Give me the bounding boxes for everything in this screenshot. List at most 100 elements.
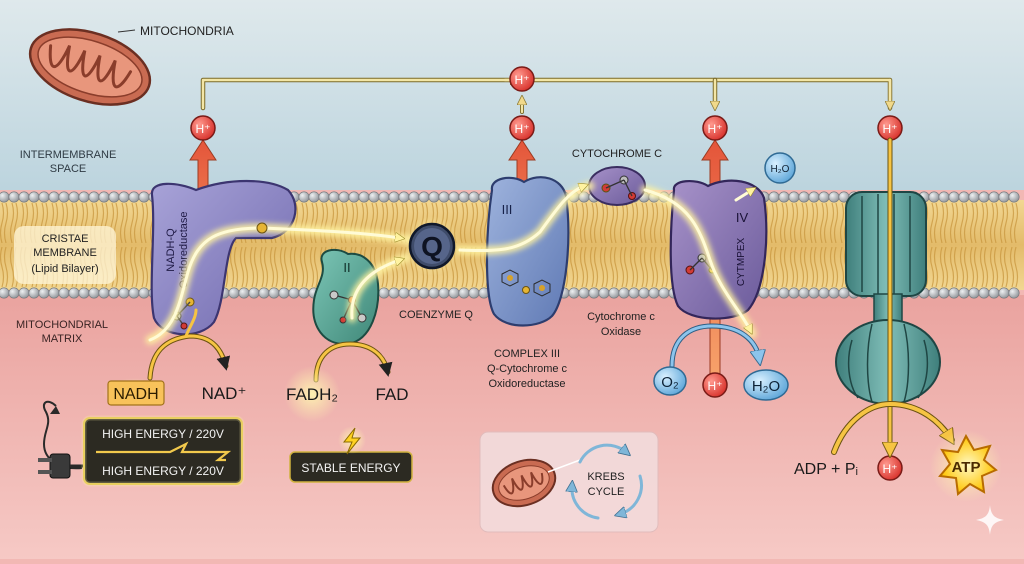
- lipid-tail: [623, 202, 629, 244]
- svg-text:H⁺: H⁺: [515, 73, 530, 87]
- lipid-head: [458, 287, 470, 299]
- lipid-tail: [1009, 202, 1015, 244]
- lightning-bolt-icon: [96, 441, 232, 462]
- lipid-tail: [969, 246, 975, 288]
- intermembrane-label-line2: SPACE: [50, 163, 86, 175]
- proton-complex1: H⁺: [190, 115, 216, 141]
- lipid-tail: [663, 202, 669, 244]
- svg-text:NADH: NADH: [113, 386, 158, 403]
- lipid-head: [828, 287, 840, 299]
- proton-bubbles: H⁺ H⁺ H⁺ H⁺ H⁺ H⁺ H⁺: [190, 66, 903, 481]
- lipid-tail: [983, 246, 989, 288]
- lipid-tail: [319, 202, 325, 244]
- adp-pi-label: ADP + Pᵢ: [794, 461, 858, 478]
- lipid-tail: [623, 246, 629, 288]
- lipid-tail: [279, 246, 285, 288]
- lipid-tail: [253, 246, 259, 288]
- lipid-tail: [249, 246, 255, 288]
- cristae-label-line1: CRISTAE: [42, 233, 89, 245]
- lipid-head: [8, 287, 20, 299]
- svg-text:H⁺: H⁺: [883, 462, 898, 476]
- lipid-tail: [133, 202, 139, 244]
- lipid-tail: [333, 202, 339, 244]
- lipid-tail: [569, 246, 575, 288]
- lipid-head: [648, 287, 660, 299]
- lipid-tail: [653, 246, 659, 288]
- lipid-head: [638, 287, 650, 299]
- krebs-mitochondrion-icon: [491, 458, 557, 508]
- lipid-tail: [303, 202, 309, 244]
- lipid-tail: [143, 202, 149, 244]
- lipid-tail: [289, 246, 295, 288]
- krebs-label-line1: KREBS: [587, 471, 624, 483]
- lipid-head: [438, 191, 450, 203]
- lipid-head: [118, 287, 130, 299]
- lipid-tail: [613, 202, 619, 244]
- krebs-label-line2: CYCLE: [588, 486, 625, 498]
- lipid-tail: [803, 202, 809, 244]
- lipid-tail: [659, 202, 665, 244]
- lipid-tail: [0, 202, 5, 244]
- lipid-tail: [779, 246, 785, 288]
- lipid-head: [428, 191, 440, 203]
- lipid-head: [88, 287, 100, 299]
- nadh-box: NADH: [103, 378, 167, 408]
- lipid-tail: [263, 246, 269, 288]
- lipid-tail: [143, 246, 149, 288]
- lipid-tail: [579, 202, 585, 244]
- lipid-tail: [603, 202, 609, 244]
- complex3-caption-line3: Oxidoreductase: [488, 378, 565, 390]
- lipid-tail: [973, 202, 979, 244]
- svg-text:H⁺: H⁺: [515, 122, 530, 136]
- lipid-tail: [1013, 202, 1019, 244]
- high-energy-box: HIGH ENERGY / 220V HIGH ENERGY / 220V: [81, 415, 245, 487]
- lipid-tail: [463, 202, 469, 244]
- water-bubble: H₂O: [743, 369, 789, 401]
- lipid-head: [998, 287, 1010, 299]
- lipid-head: [398, 287, 410, 299]
- lipid-tail: [473, 202, 479, 244]
- complex4-numeral: IV: [736, 210, 749, 225]
- lipid-tail: [799, 246, 805, 288]
- lipid-tail: [3, 246, 9, 288]
- lipid-head: [448, 191, 460, 203]
- lipid-head: [458, 191, 470, 203]
- lipid-tail: [283, 246, 289, 288]
- lipid-tail: [933, 246, 939, 288]
- mitochondria-leader-line: [117, 29, 136, 33]
- synthase-flow: [831, 137, 955, 452]
- lipid-tail: [273, 246, 279, 288]
- mitochondrion-icon: [28, 28, 152, 106]
- lipid-head: [18, 287, 30, 299]
- lipid-tail: [949, 246, 955, 288]
- lipid-head: [398, 191, 410, 203]
- lipid-tail: [943, 202, 949, 244]
- lipid-head: [298, 191, 310, 203]
- lipid-tail: [629, 202, 635, 244]
- lipid-tail: [979, 202, 985, 244]
- sparkle-icon: [976, 505, 1004, 535]
- lipid-tail: [949, 202, 955, 244]
- lipid-head: [568, 287, 580, 299]
- lipid-tail: [469, 202, 475, 244]
- lipid-tail: [589, 246, 595, 288]
- lipid-tail: [833, 202, 839, 244]
- fadh2-glow: [284, 366, 340, 422]
- complex4-caption-line1: Cytochrome c: [587, 311, 655, 323]
- lipid-head: [978, 287, 990, 299]
- fadh2-flow: [313, 341, 393, 383]
- lipid-head: [828, 191, 840, 203]
- proton-complex4: H⁺: [702, 115, 728, 141]
- lipid-tail: [569, 202, 575, 244]
- lipid-head: [778, 191, 790, 203]
- lipid-tail: [119, 202, 125, 244]
- lipid-tail: [133, 246, 139, 288]
- complex2-numeral: II: [343, 260, 350, 275]
- lipid-tail: [0, 246, 5, 288]
- lipid-head: [948, 287, 960, 299]
- lipid-head: [968, 287, 980, 299]
- lipid-tail: [793, 202, 799, 244]
- lipid-tail: [479, 202, 485, 244]
- lipid-tail: [809, 246, 815, 288]
- lipid-tail: [773, 202, 779, 244]
